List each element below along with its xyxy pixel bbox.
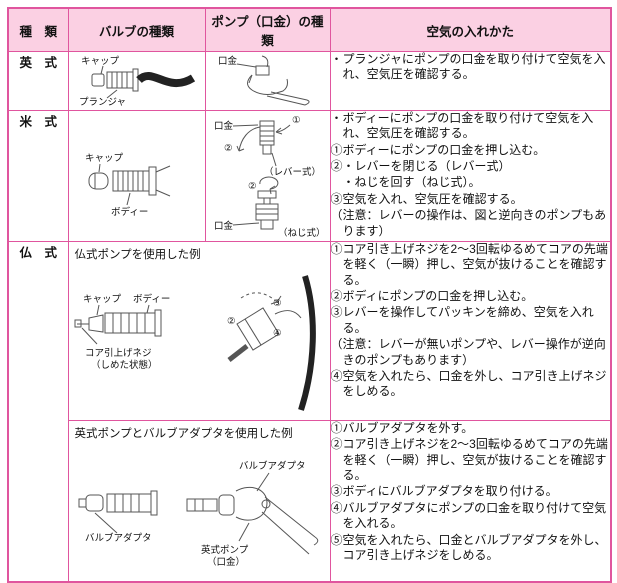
british-valve-illustration: キャップ プランジャ	[79, 56, 195, 108]
label-cap: キャップ	[85, 153, 124, 164]
american-type-label: 米 式	[7, 110, 69, 242]
british-pump-illustration: 口金	[218, 55, 310, 106]
label-body: ボディー	[133, 293, 170, 305]
label-british-pump: 英式ポンプ	[201, 544, 249, 556]
header-pump: ポンプ（口金）の種類	[204, 7, 331, 52]
french2-howto: ①バルブアダプタを外す。 ②コア引き上げネジを2〜3回転ゆるめてコアの先端を軽く…	[329, 420, 612, 582]
howto-line: ③レバーを操作してパッキンを締め、空気を入れる。	[330, 305, 594, 335]
label-step2-screw: ②	[248, 181, 257, 192]
howto-line: ①コア引き上げネジを2〜3回転ゆるめてコアの先端を軽く（一瞬）押し、空気が抜ける…	[330, 242, 608, 287]
howto-line: ④空気を入れたら、口金を外し、コア引き上げネジをしめる。	[330, 368, 607, 399]
label-core-state: （しめた状態）	[91, 359, 158, 371]
howto-line: ③空気を入れ、空気圧を確認する。	[330, 191, 523, 206]
french2-illustration-cell: 英式ポンプとバルブアダプタを使用した例	[67, 420, 331, 582]
label-step2: ②	[227, 316, 236, 327]
american-pump-illustration: ① ② 口金 （レバー式） ② 口金 （ねじ式）	[214, 115, 326, 239]
label-nozzle: 口金	[218, 55, 238, 67]
french1-howto: ①コア引き上げネジを2〜3回転ゆるめてコアの先端を軽く（一瞬）押し、空気が抜ける…	[329, 241, 612, 421]
british-howto: ・プランジャにポンプの口金を取り付けて空気を入れ、空気圧を確認する。	[329, 51, 612, 111]
row-british: 英 式 キャップ プランジャ	[7, 51, 612, 111]
label-cap: キャップ	[83, 294, 122, 305]
howto-line: ②ボディにポンプの口金を押し込む。	[330, 289, 534, 304]
howto-line: （注意：レバーの操作は、図と逆向きのポンプもあります）	[330, 208, 607, 238]
french2-illustration: バルブアダプタ バルブアダプタ 英式ポンプ （口金）	[78, 460, 318, 568]
french1-illustration-cell: 仏式ポンプを使用した例	[67, 241, 331, 421]
british-valve-cell: キャップ プランジャ	[67, 51, 206, 111]
american-pump-cell: ① ② 口金 （レバー式） ② 口金 （ねじ式）	[204, 110, 331, 242]
header-valve: バルブの種類	[67, 7, 206, 52]
label-valve-adapter-right: バルブアダプタ	[239, 460, 306, 472]
label-lever-type: （レバー式）	[264, 166, 321, 178]
label-step3: ③	[273, 298, 282, 309]
valve-pump-instruction-table: 種 類 バルブの種類 ポンプ（口金）の種類 空気の入れかた 英 式 キャッ	[7, 7, 612, 583]
howto-line: ①ボディーにポンプの口金を押し込む。	[330, 142, 546, 157]
label-valve-adapter-left: バルブアダプタ	[85, 532, 152, 544]
french2-title: 英式ポンプとバルブアダプタを使用した例	[74, 428, 293, 440]
french-type-label: 仏 式	[7, 241, 69, 582]
american-valve-illustration: キャップ ボディー	[85, 153, 170, 218]
british-pump-cell: 口金	[204, 51, 331, 111]
howto-line: ③ボディにバルブアダプタを取り付ける。	[330, 484, 558, 499]
french1-title: 仏式ポンプを使用した例	[74, 249, 201, 261]
howto-line: ・ボディーにポンプの口金を取り付けて空気を入れ、空気圧を確認する。	[330, 111, 594, 141]
howto-line: ⑤空気を入れたら、口金とバルブアダプタを外し、コア引き上げネジをしめる。	[330, 532, 607, 562]
label-step1: ①	[292, 115, 301, 126]
header-type: 種 類	[7, 7, 69, 52]
label-screw-type: （ねじ式）	[278, 227, 326, 239]
howto-line: ②コア引き上げネジを2〜3回転ゆるめてコアの先端を軽く（一瞬）押し、空気が抜ける…	[330, 437, 608, 483]
american-howto: ・ボディーにポンプの口金を取り付けて空気を入れ、空気圧を確認する。 ①ボディーに…	[329, 110, 612, 242]
howto-line: ・プランジャにポンプの口金を取り付けて空気を入れ、空気圧を確認する。	[330, 52, 606, 82]
label-body: ボディー	[111, 206, 148, 218]
american-valve-cell: キャップ ボディー	[67, 110, 206, 242]
row-american: 米 式 キャップ ボディー	[7, 110, 612, 242]
label-nozzle: （口金）	[207, 556, 245, 568]
british-type-label: 英 式	[7, 51, 69, 111]
label-core-screw: コア引上げネジ	[85, 348, 152, 359]
howto-line: ・ねじを回す（ねじ式）。	[342, 175, 481, 190]
label-nozzle-lever: 口金	[214, 120, 234, 132]
howto-line: ②・レバーを閉じる（レバー式）	[330, 159, 511, 174]
howto-line: ④バルブアダプタにポンプの口金を取り付けて空気を入れる。	[330, 500, 607, 531]
label-plunger: プランジャ	[79, 97, 126, 108]
howto-line: （注意：レバーが無いポンプや、レバー操作が逆向きのポンプもあります）	[330, 337, 606, 367]
french1-illustration: キャップ ボディー コア引上げネジ （しめた状態） ② ③ ④	[74, 275, 316, 411]
row-french-example2: 英式ポンプとバルブアダプタを使用した例	[8, 420, 612, 582]
label-step4: ④	[273, 328, 282, 339]
row-french-example1: 仏 式 仏式ポンプを使用した例	[7, 241, 612, 582]
label-nozzle-screw: 口金	[214, 220, 234, 232]
howto-line: ①バルブアダプタを外す。	[330, 421, 474, 436]
header-howto: 空気の入れかた	[329, 7, 612, 52]
label-step2: ②	[224, 143, 233, 154]
label-cap: キャップ	[81, 56, 120, 67]
header-row: 種 類 バルブの種類 ポンプ（口金）の種類 空気の入れかた	[7, 7, 612, 52]
